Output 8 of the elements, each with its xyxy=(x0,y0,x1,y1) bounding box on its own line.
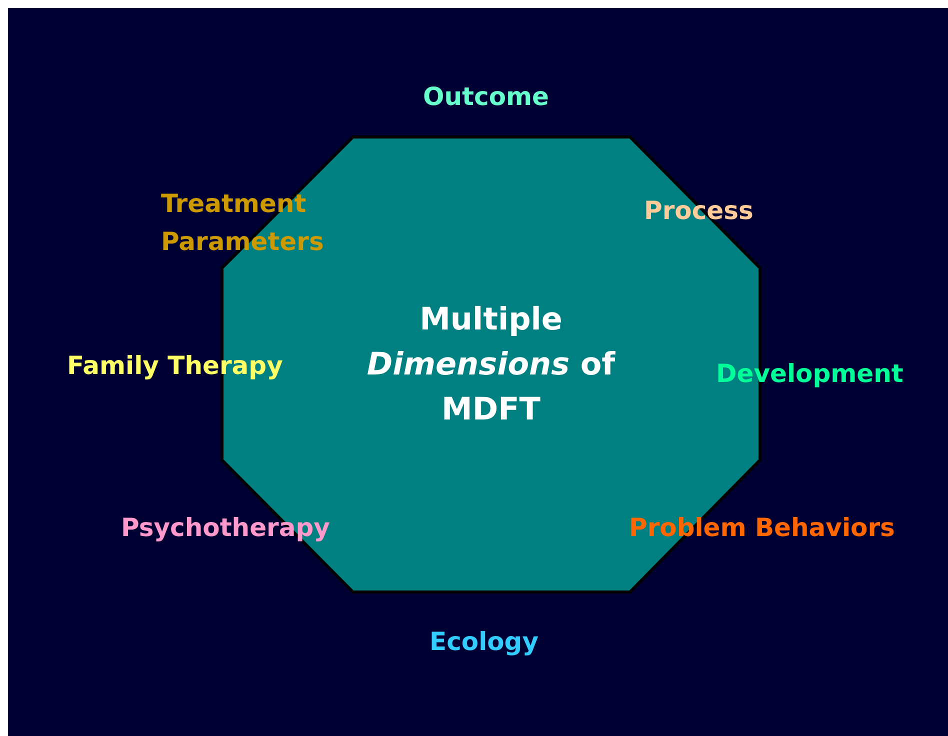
center-title: Multiple Dimensions of MDFT xyxy=(366,300,616,429)
dimension-label: Process xyxy=(644,195,754,227)
dimension-label: Outcome xyxy=(423,81,549,113)
dimension-label: Problem Behaviors xyxy=(629,512,895,544)
dimension-label: Development xyxy=(716,358,904,390)
dimension-label: Family Therapy xyxy=(67,350,283,382)
dimension-label: Psychotherapy xyxy=(121,512,330,544)
dimension-label: Ecology xyxy=(430,626,538,658)
